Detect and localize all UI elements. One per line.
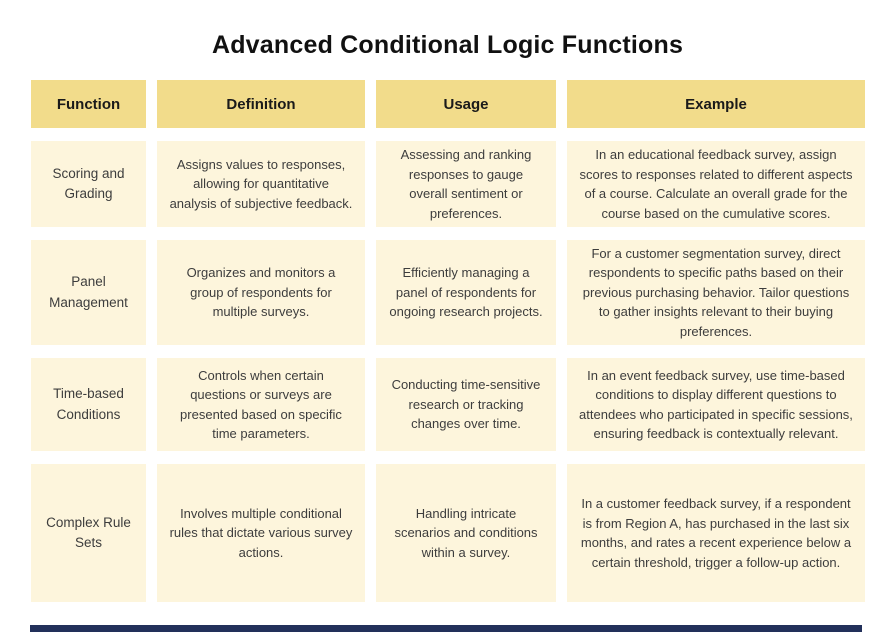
row1-function-cell: Scoring and Grading [31,141,146,227]
row2-usage-cell: Efficiently managing a panel of responde… [376,240,556,345]
column-header-usage: Usage [376,80,556,128]
row4-definition-cell: Involves multiple conditional rules that… [157,464,365,602]
row4-function-cell: Complex Rule Sets [31,464,146,602]
row2-example-cell: For a customer segmentation survey, dire… [567,240,865,345]
row3-example-cell: In an event feedback survey, use time-ba… [567,358,865,451]
row2-function-cell: Panel Management [31,240,146,345]
row4-example-cell: In a customer feedback survey, if a resp… [567,464,865,602]
row1-definition-cell: Assigns values to responses, allowing fo… [157,141,365,227]
column-header-example: Example [567,80,865,128]
row3-usage-cell: Conducting time-sensitive research or tr… [376,358,556,451]
row2-definition-cell: Organizes and monitors a group of respon… [157,240,365,345]
row1-example-cell: In an educational feedback survey, assig… [567,141,865,227]
footer-accent-bar [30,625,862,632]
functions-table: Function Definition Usage Example Scorin… [31,80,865,602]
row4-usage-cell: Handling intricate scenarios and conditi… [376,464,556,602]
page-title: Advanced Conditional Logic Functions [211,31,684,59]
row3-function-cell: Time-based Conditions [31,358,146,451]
row3-definition-cell: Controls when certain questions or surve… [157,358,365,451]
row1-usage-cell: Assessing and ranking responses to gauge… [376,141,556,227]
column-header-function: Function [31,80,146,128]
column-header-definition: Definition [157,80,365,128]
